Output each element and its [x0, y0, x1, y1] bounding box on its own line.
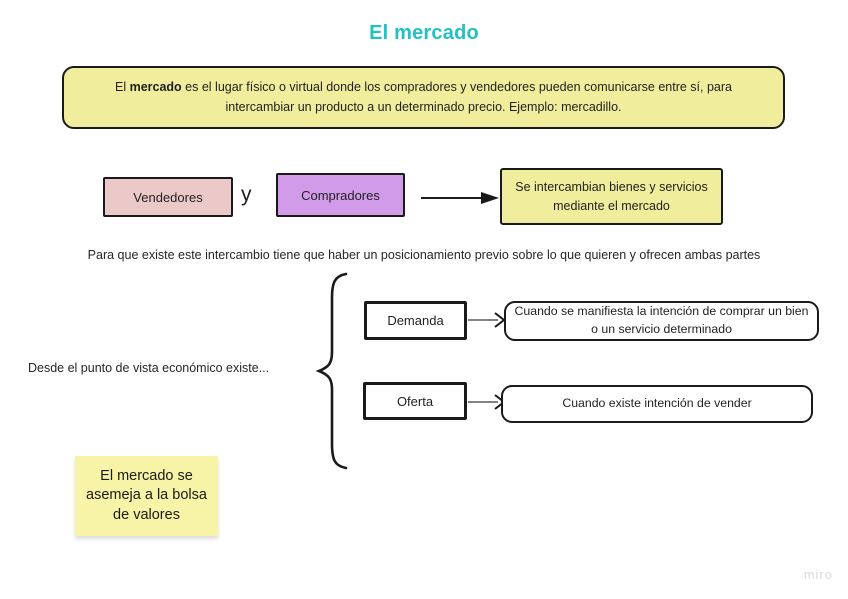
sellers-label: Vendedores: [133, 189, 203, 205]
positioning-note: Para que existe este intercambio tiene q…: [87, 248, 761, 262]
oferta-box: Oferta: [363, 382, 467, 420]
definition-text: El mercado es el lugar físico o virtual …: [92, 78, 755, 117]
oferta-label: Oferta: [396, 393, 434, 409]
demanda-description: Cuando se manifiesta la intención de com…: [514, 304, 809, 336]
demanda-arrow-icon: [468, 309, 506, 336]
economic-view-label: Desde el punto de vista económico existe…: [28, 361, 270, 375]
page-title: El mercado: [369, 22, 479, 44]
exchange-result-box: Se intercambian bienes y servicios media…: [500, 168, 723, 225]
connector-label: y: [241, 183, 252, 206]
arrow-right-icon: [420, 188, 500, 213]
buyers-label: Compradores: [301, 187, 380, 203]
demanda-box: Demanda: [364, 301, 467, 340]
definition-prefix: El: [114, 80, 130, 95]
sticky-note-text: El mercado se asemeja a la bolsa de valo…: [86, 467, 207, 523]
curly-brace-icon: [312, 272, 350, 475]
buyers-box: Compradores: [276, 173, 405, 217]
definition-rest: es el lugar físico o virtual donde los c…: [181, 80, 732, 114]
oferta-description-box: Cuando existe intención de vender: [501, 385, 813, 423]
sticky-note: El mercado se asemeja a la bolsa de valo…: [75, 456, 218, 536]
sellers-box: Vendedores: [103, 177, 233, 217]
miro-watermark: miro: [803, 567, 833, 582]
definition-bold-term: mercado: [129, 80, 182, 95]
demanda-label: Demanda: [387, 313, 444, 328]
oferta-description: Cuando existe intención de vender: [562, 396, 752, 411]
demanda-description-box: Cuando se manifiesta la intención de com…: [504, 301, 819, 341]
exchange-result-label: Se intercambian bienes y servicios media…: [515, 179, 708, 213]
definition-box: El mercado es el lugar físico o virtual …: [62, 66, 785, 129]
